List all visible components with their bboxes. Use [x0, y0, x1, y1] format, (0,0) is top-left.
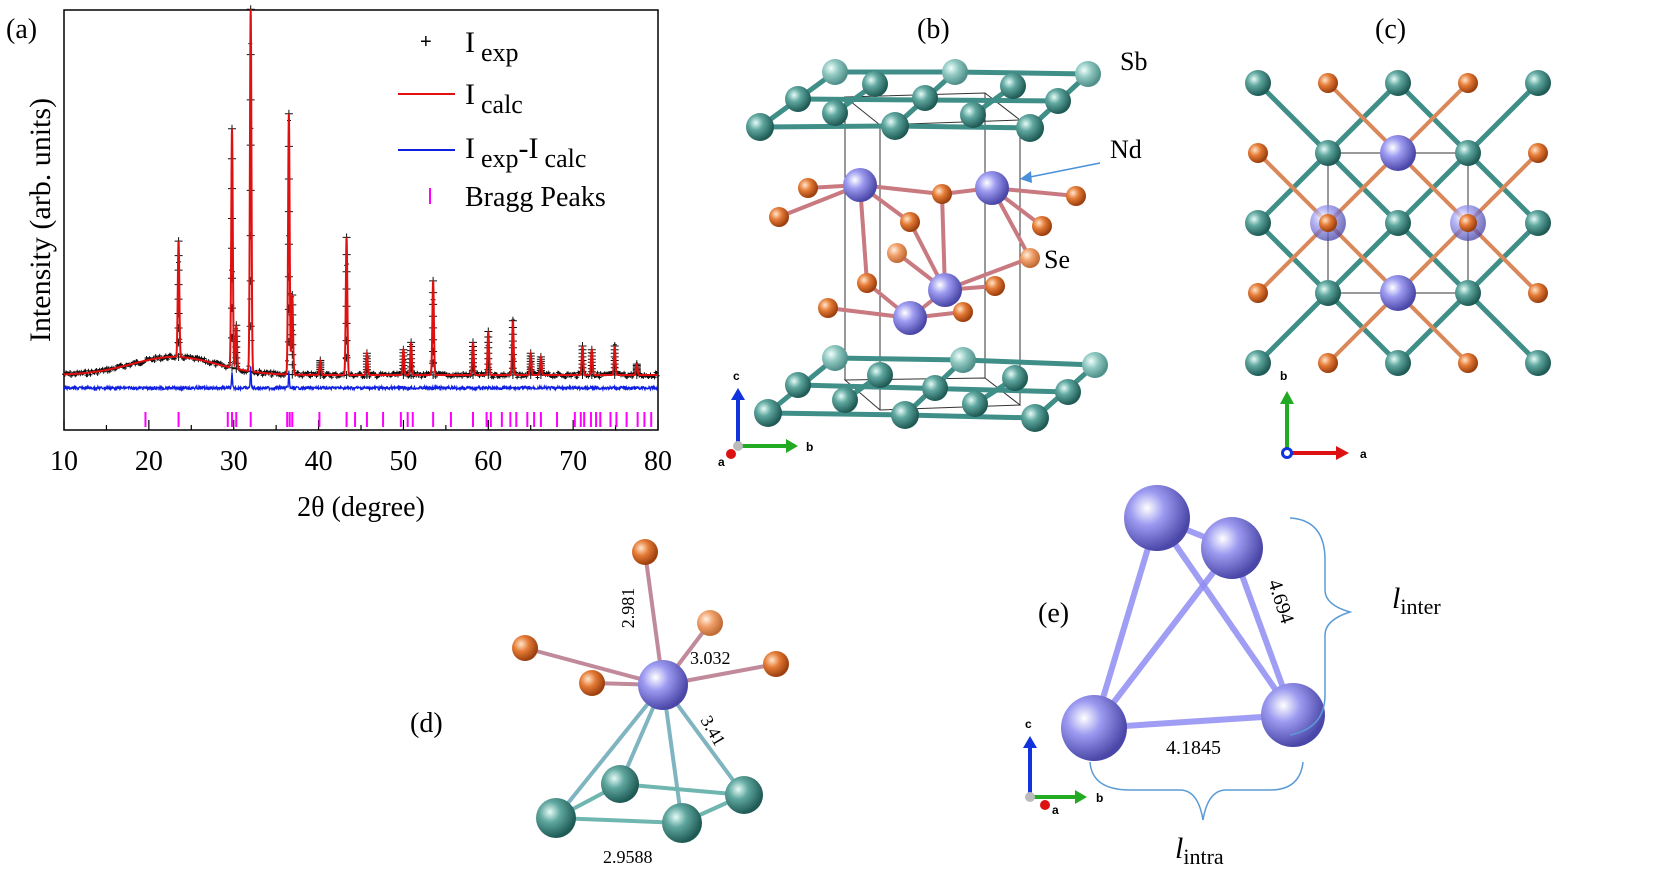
x-tick-label: 30: [220, 446, 248, 477]
distance-4694: 4.694: [1263, 577, 1298, 627]
svg-text:b: b: [806, 440, 813, 454]
axis-triad-b: c b a: [718, 369, 813, 469]
xrd-chart: (a) 10 20 30 40 50 60 70 80 2θ (degree) Intensi…: [6, 5, 672, 523]
sb-atoms-topview: [1245, 70, 1551, 376]
panel-e-tag: (e): [1038, 598, 1069, 629]
brace-intra: [1089, 761, 1304, 821]
axis-triad-e: c b a: [1023, 717, 1103, 817]
chart-frame: [63, 9, 659, 431]
panel-e-nd-tetrahedron: (e) 4.694 4.1845 linter lintra c b a: [1023, 485, 1441, 869]
nd-atoms-e: [1061, 485, 1325, 761]
label-se: Se: [1044, 245, 1070, 274]
nd-pointer-arrowhead: [1020, 171, 1032, 183]
x-tick-label: 70: [559, 446, 587, 477]
x-tick-label: 60: [474, 446, 502, 477]
panel-b-tag: (b): [917, 14, 950, 45]
panel-b-structure: (b): [718, 14, 1147, 469]
panel-c-tag: (c): [1375, 14, 1406, 45]
x-tick-label: 80: [644, 446, 672, 477]
l-intra-label: lintra: [1175, 832, 1224, 869]
nd-atoms-topview: [1310, 135, 1486, 311]
x-axis-ticks: 10 20 30 40 50 60 70 80: [50, 420, 672, 477]
svg-text:b: b: [1280, 369, 1287, 383]
nd-nd-bonds: [1091, 515, 1296, 731]
svg-text:a: a: [718, 455, 725, 469]
distance-2981: 2.981: [618, 588, 638, 629]
series-bragg-peaks: [144, 412, 653, 427]
x-tick-label: 50: [389, 446, 417, 477]
sb-sb-bonds: [555, 782, 745, 825]
x-tick-label: 20: [135, 446, 163, 477]
sb-atoms-top: [746, 59, 1101, 142]
axis-triad-c: b a: [1280, 369, 1367, 461]
label-nd: Nd: [1110, 135, 1142, 164]
panel-d-coordination: (d) 2.981 3.032 3.41 2.9588: [410, 539, 789, 867]
atoms-d: [512, 539, 789, 843]
svg-text:a: a: [1052, 803, 1059, 817]
distance-41845: 4.1845: [1166, 737, 1221, 759]
svg-text:c: c: [733, 369, 740, 383]
panel-d-tag: (d): [410, 708, 443, 739]
nd-atoms: [843, 168, 1009, 335]
x-tick-label: 40: [305, 446, 333, 477]
y-axis-label: Intensity (arb. units): [24, 98, 57, 342]
panel-a-tag: (a): [6, 14, 37, 45]
distance-341: 3.41: [697, 712, 730, 749]
l-inter-label: linter: [1392, 582, 1441, 619]
nd-pointer-arrow: [1024, 162, 1101, 179]
se-atoms: [769, 178, 1086, 322]
brace-inter: [1289, 517, 1353, 736]
svg-text:a: a: [1360, 447, 1367, 461]
x-axis-label: 2θ (degree): [297, 492, 425, 523]
legend-item-bragg: Bragg Peaks: [465, 182, 606, 213]
x-tick-label: 10: [50, 446, 78, 477]
svg-text:b: b: [1096, 791, 1103, 805]
legend-marker-plus: +: [420, 31, 432, 53]
distance-29588: 2.9588: [603, 847, 653, 867]
se-atoms-topview: [1248, 73, 1548, 373]
distance-3032: 3.032: [690, 648, 731, 668]
sb-atoms-bottom: [754, 345, 1108, 432]
series-calculated-line: [64, 9, 658, 376]
series-difference-line: [63, 366, 659, 393]
panel-c-topview: (c): [1245, 14, 1551, 461]
svg-text:c: c: [1025, 717, 1032, 731]
label-sb: Sb: [1120, 47, 1147, 76]
